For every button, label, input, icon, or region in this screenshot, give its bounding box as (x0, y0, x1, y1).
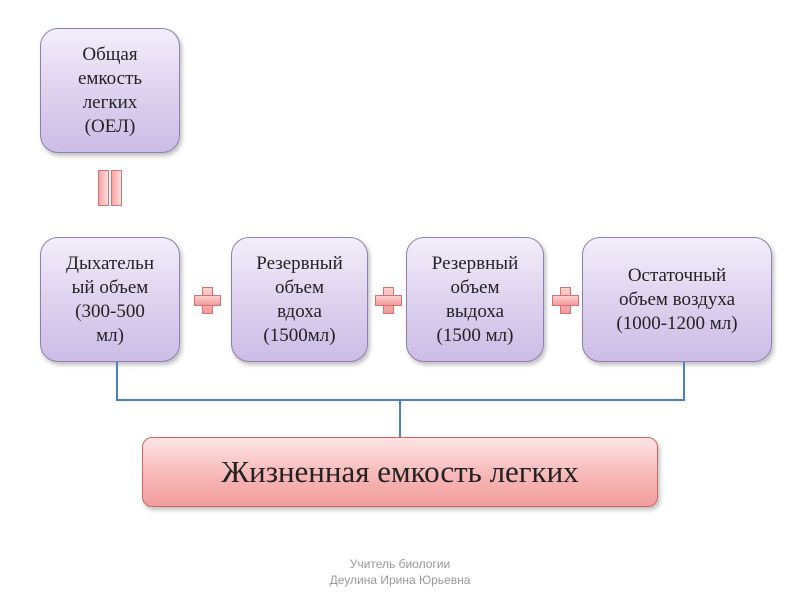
connector-left (116, 362, 118, 401)
footer-author: Учитель биологии Деулина Ирина Юрьевна (329, 557, 471, 587)
total-lung-capacity-box: Общая емкость легких (ОЕЛ) (40, 28, 180, 153)
component-label: Дыхательн ый объем (300-500 мл) (66, 252, 154, 346)
inspiratory-reserve-box: Резервный объем вдоха (1500мл) (231, 237, 368, 362)
equals-bar-left (98, 170, 109, 206)
total-label: Общая емкость легких (ОЕЛ) (77, 43, 143, 137)
plus-icon (552, 287, 579, 314)
equals-bar-right (111, 170, 122, 206)
connector-right (683, 362, 685, 401)
expiratory-reserve-box: Резервный объем выдоха (1500 мл) (406, 237, 544, 362)
result-label: Жизненная емкость легких (221, 454, 579, 489)
component-label: Резервный объем выдоха (1500 мл) (431, 252, 519, 346)
component-label: Резервный объем вдоха (1500мл) (256, 252, 343, 346)
residual-volume-box: Остаточный объем воздуха (1000-1200 мл) (582, 237, 772, 362)
connector-center (399, 399, 401, 437)
vital-capacity-box: Жизненная емкость легких (142, 437, 658, 507)
plus-icon (194, 287, 221, 314)
plus-icon (375, 287, 402, 314)
component-label: Остаточный объем воздуха (1000-1200 мл) (616, 264, 738, 334)
tidal-volume-box: Дыхательн ый объем (300-500 мл) (40, 237, 180, 362)
